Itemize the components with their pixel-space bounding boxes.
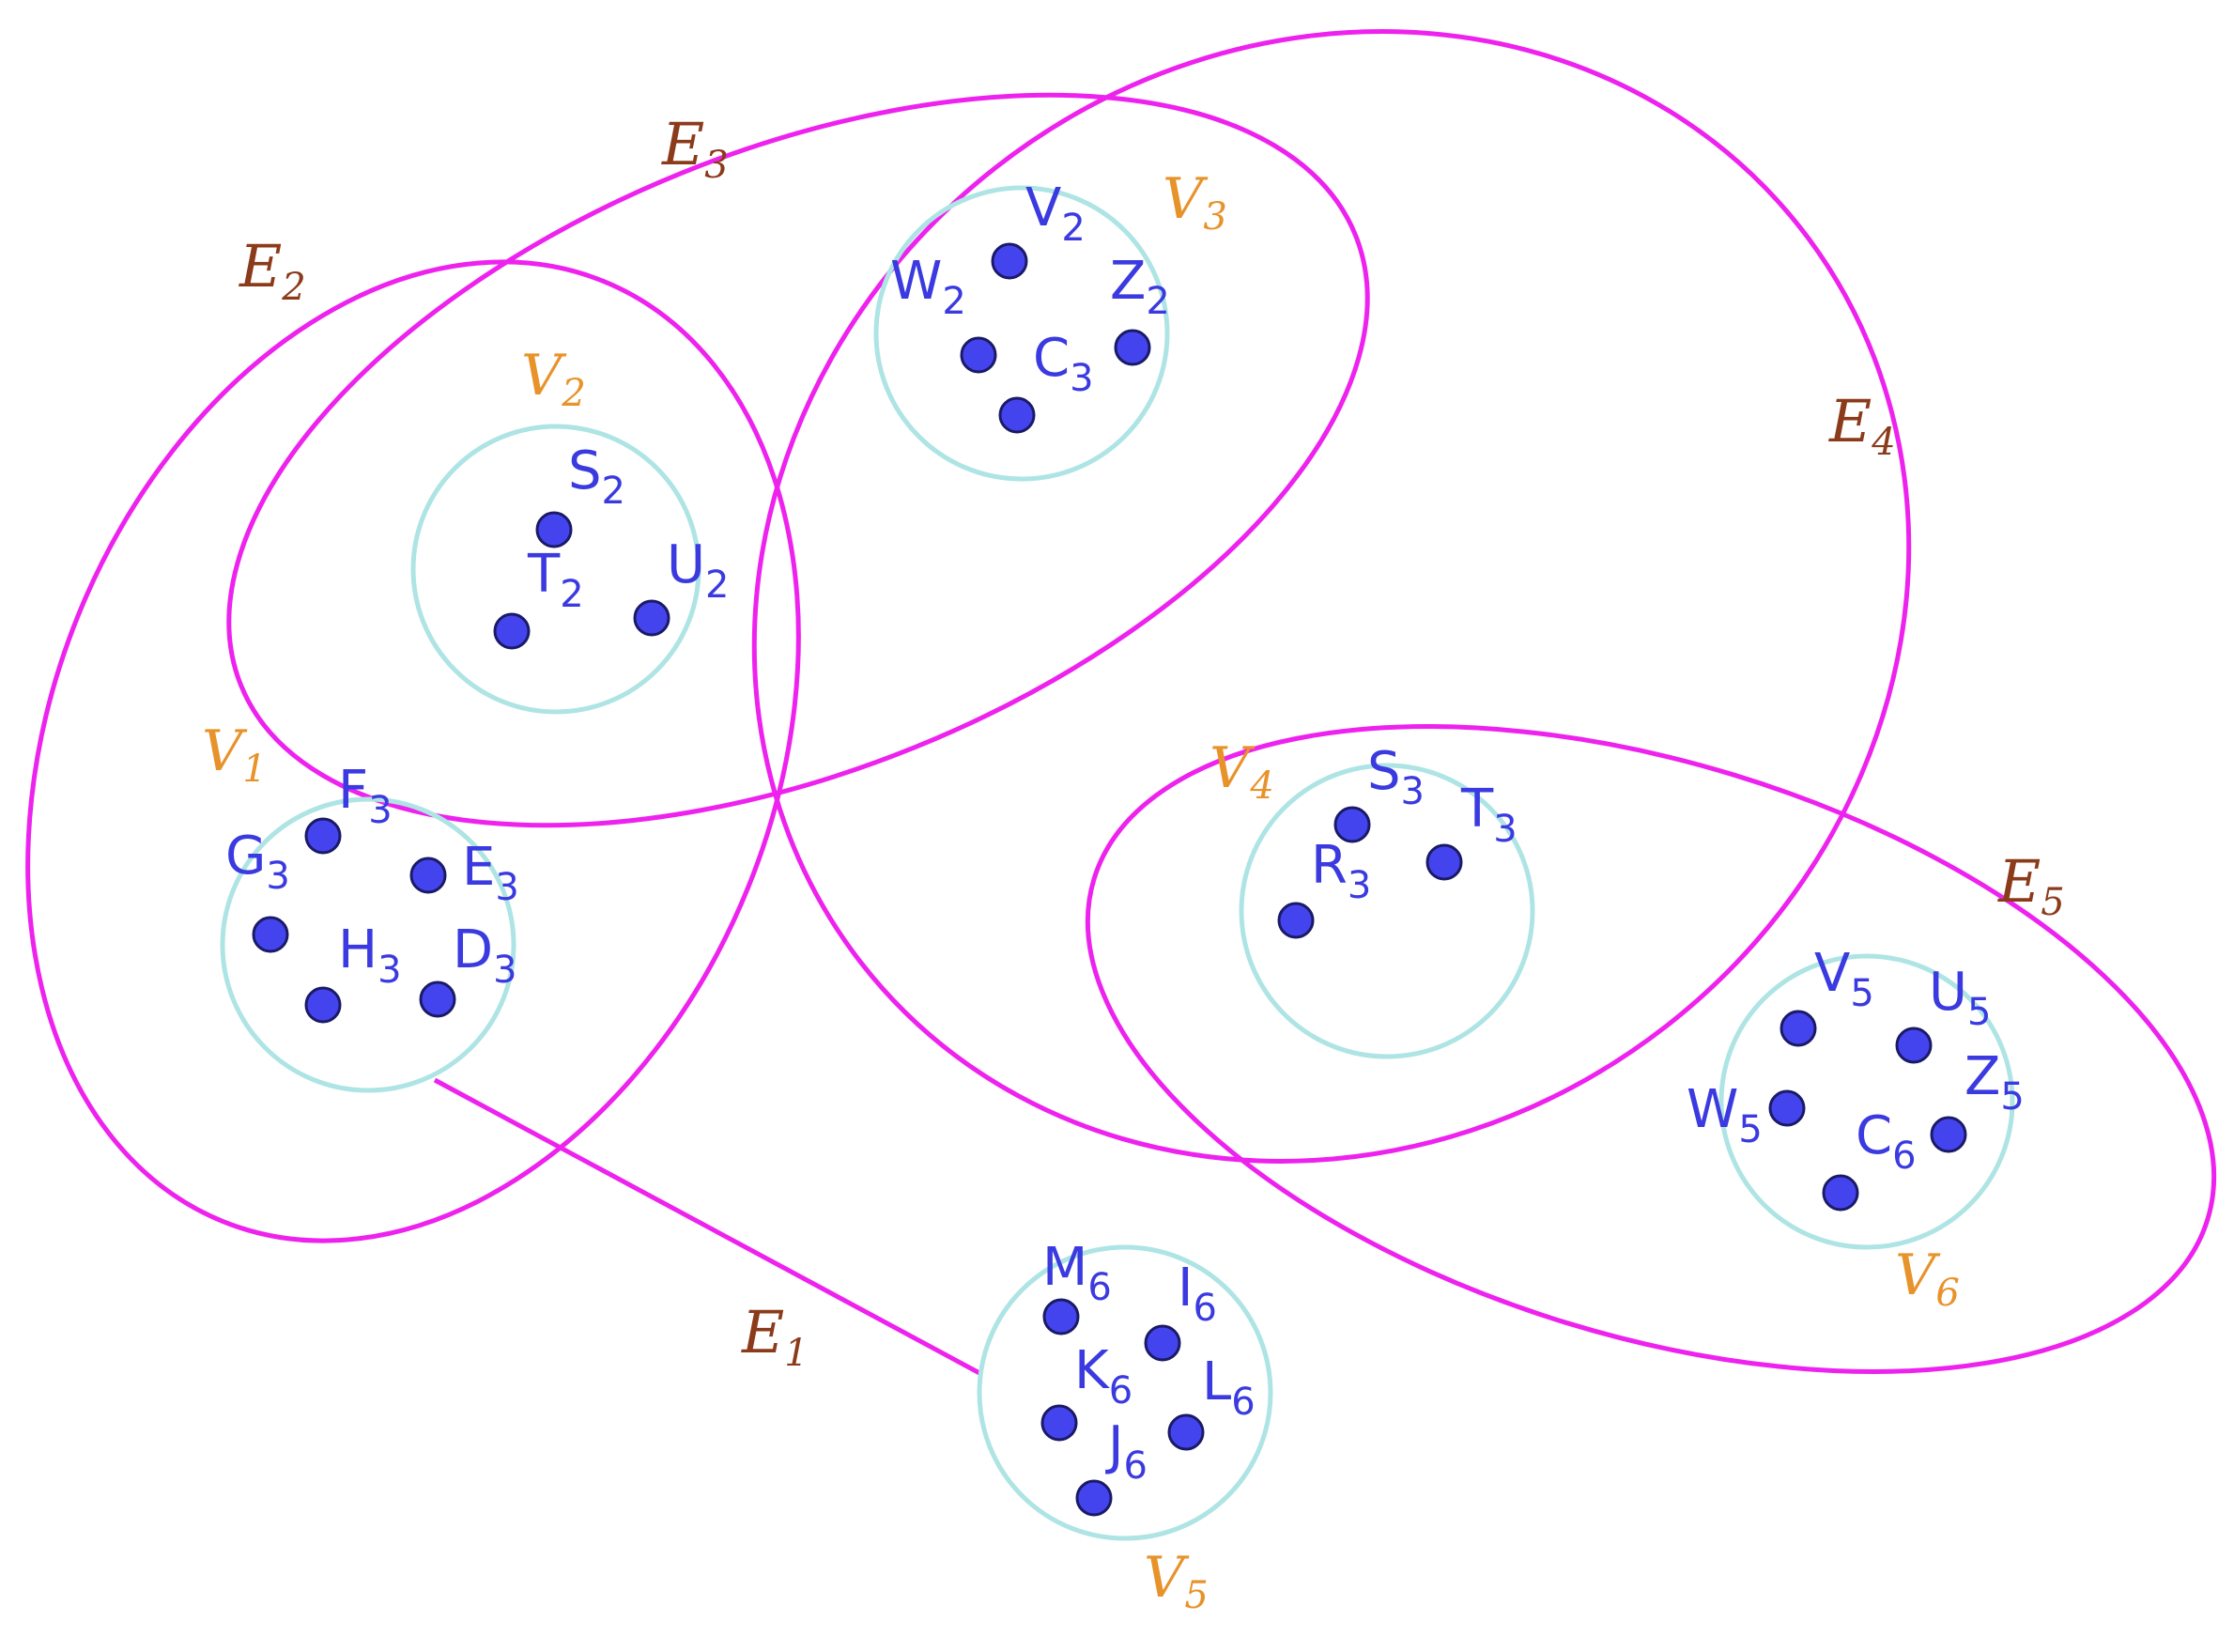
hyperedge-e1 [433,1077,983,1377]
node-w5-v6 [1768,1089,1806,1127]
node-label-j6-v5: J6 [1105,1415,1148,1488]
node-label-z5-v6: Z5 [1964,1046,2025,1119]
vertex-set-label-v5: V5 [1144,1545,1209,1617]
node-f3-v1 [304,817,342,855]
vertex-set-layer [220,185,2015,1541]
node-c3-v3 [998,396,1036,434]
hyperedge-e4 [751,29,1912,1164]
node-l6-v5 [1167,1413,1205,1451]
vertex-set-v6 [1718,953,2015,1250]
node-v5-v6 [1779,1010,1817,1047]
node-v2-v3 [991,242,1028,280]
hyperedge-e5 [1085,724,2217,1374]
node-z2-v3 [1114,329,1151,366]
node-k6-v5 [1040,1404,1078,1442]
node-t2-v2 [493,612,531,650]
vertex-set-v4 [1239,763,1535,1059]
node-label-e3-v1: E3 [462,837,519,909]
hyperedge-label-e4: E4 [1828,387,1896,464]
hyperedge-label-e2: E2 [239,232,306,309]
node-m6-v5 [1042,1298,1080,1335]
node-g3-v1 [252,916,289,953]
hyperedge-e2 [25,259,801,1243]
node-t3-v4 [1425,843,1463,881]
node-label-u5-v6: U5 [1929,962,1991,1034]
vertex-set-label-v6: V6 [1895,1243,1960,1315]
node-i6-v5 [1144,1324,1181,1362]
vertex-set-label-v4: V4 [1209,735,1274,808]
node-label-m6-v5: M6 [1042,1237,1112,1309]
hyperedge-label-e5: E5 [1997,847,2065,924]
node-c6-v6 [1822,1174,1859,1212]
node-label-w5-v6: W5 [1687,1079,1763,1151]
hyperedge-label-e3: E3 [661,110,729,187]
vertex-set-label-v1: V1 [202,718,267,791]
node-s2-v2 [535,511,573,548]
node-label-s3-v4: S3 [1367,741,1425,813]
node-label-f3-v1: F3 [338,760,393,832]
node-e3-v1 [409,857,447,894]
node-label-v5-v6: V5 [1814,943,1874,1015]
node-label-s2-v2: S2 [568,440,625,513]
node-label-w2-v3: W2 [890,251,966,323]
node-r3-v4 [1277,902,1315,939]
node-label-v2-v3: V2 [1025,178,1086,250]
hyperedge-e3 [226,92,1370,828]
node-label-r3-v4: R3 [1311,835,1371,907]
vertex-set-v5 [977,1244,1273,1541]
node-layer [252,242,1967,1517]
node-label-u2-v2: U2 [667,534,729,607]
vertex-set-v1 [220,796,516,1093]
hyperedge-layer [25,29,2217,1377]
node-label-g3-v1: G3 [225,826,290,898]
vertex-set-label-v2: V2 [521,343,586,415]
node-u2-v2 [633,599,670,637]
vertex-set-v3 [873,185,1170,482]
node-label-k6-v5: K6 [1074,1340,1132,1413]
vertex-set-label-v3: V3 [1163,166,1227,239]
node-label-c6-v6: C6 [1856,1105,1917,1178]
node-h3-v1 [304,986,342,1024]
node-u5-v6 [1895,1027,1933,1064]
node-w2-v3 [960,336,997,374]
node-label-t3-v4: T3 [1460,779,1518,851]
hyperedge-label-e1: E1 [741,1298,809,1375]
node-s3-v4 [1333,806,1371,843]
node-j6-v5 [1075,1479,1113,1517]
node-d3-v1 [419,980,456,1018]
node-label-h3-v1: H3 [338,919,402,992]
node-label-d3-v1: D3 [453,919,517,992]
node-z5-v6 [1930,1116,1967,1153]
node-label-l6-v5: L6 [1202,1351,1256,1424]
node-label-t2-v2: T2 [527,544,584,616]
vertex-set-v2 [410,424,701,715]
node-label-c3-v3: C3 [1033,328,1094,400]
node-label-i6-v5: I6 [1178,1258,1217,1330]
node-label-z2-v3: Z2 [1110,251,1170,323]
